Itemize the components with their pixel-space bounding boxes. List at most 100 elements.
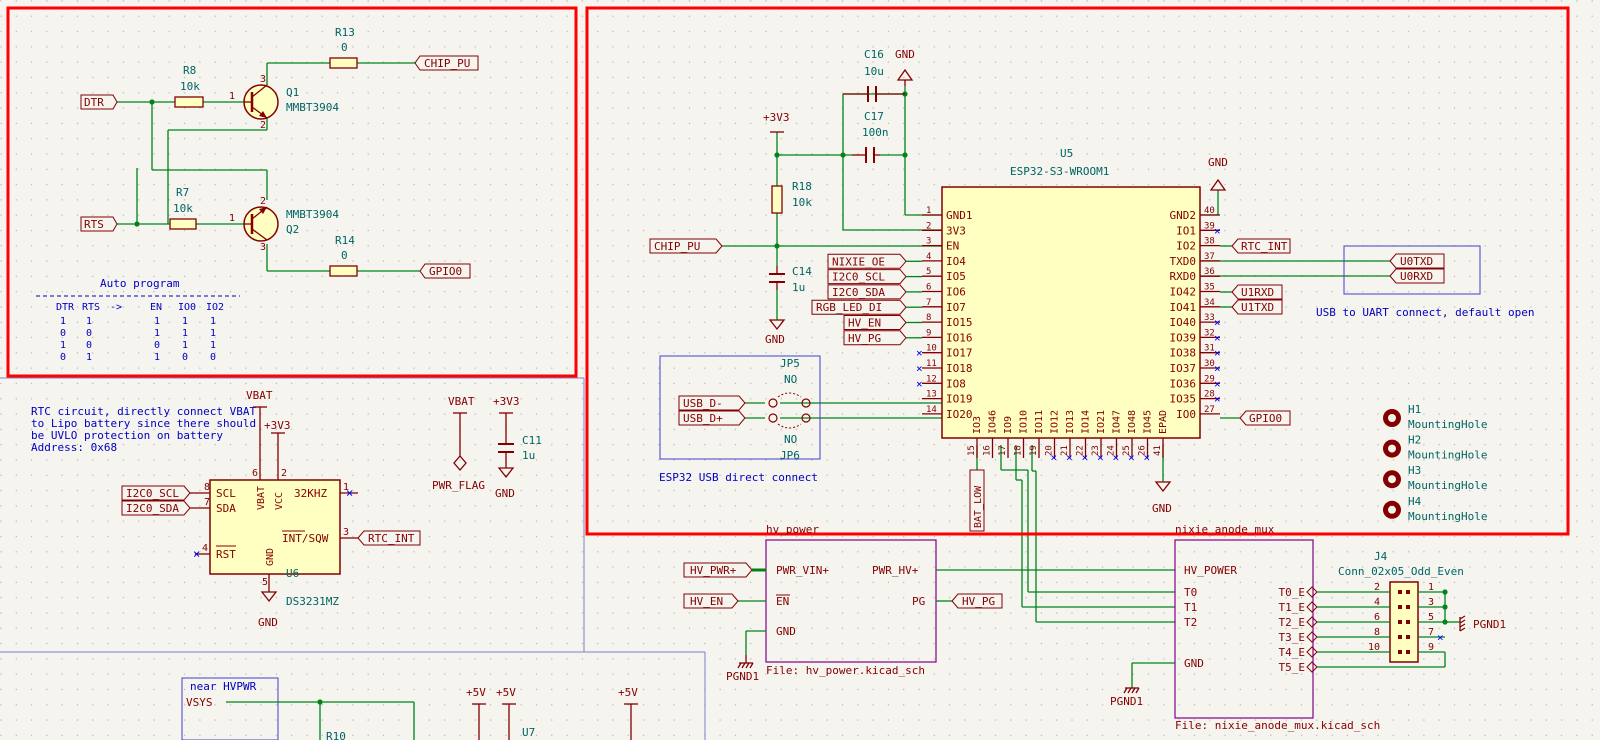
r8-ref: R8	[183, 64, 196, 77]
pin-number: 40	[1204, 206, 1215, 216]
q1-pin-3: 3	[260, 74, 266, 85]
dtr-label-flag	[80, 94, 118, 110]
truth-table-cell: 1	[182, 328, 188, 339]
noconnect-marker: ×	[1082, 451, 1089, 464]
i2c-scl-label: I2C0_SCL	[126, 487, 179, 500]
j4-pgnd-label: PGND1	[1473, 618, 1506, 631]
c14-gnd-label: GND	[765, 333, 785, 346]
rtc-pin-lines	[190, 407, 358, 592]
noconnect-marker: ×	[1066, 451, 1073, 464]
rtc-3v3-label: +3V3	[264, 419, 291, 432]
junction	[317, 699, 323, 705]
q1-pin-2: 2	[260, 120, 266, 131]
r14-body	[329, 265, 358, 277]
net-label-flag	[827, 253, 907, 269]
u6-pnum-rst: 4	[202, 543, 208, 554]
pin-number: 2	[1374, 582, 1380, 593]
pin-number: 15	[967, 445, 977, 456]
gnd-symbol	[1154, 481, 1172, 493]
pin-number: 12	[926, 374, 937, 384]
esp32-block: C16 10u GND C17 100n +3V3 R18 10k C14 1u…	[585, 6, 1570, 623]
vsys-label: VSYS	[186, 696, 213, 709]
rtc-int-flag	[357, 530, 421, 546]
r18-body	[771, 185, 783, 214]
truth-table-header: EN	[150, 302, 162, 313]
net-label: GPIO0	[1249, 412, 1282, 425]
u6-ref: U6	[286, 567, 299, 580]
pin-number: 23	[1091, 445, 1101, 456]
q2-pin-3: 3	[260, 242, 266, 253]
net-label-flag	[1389, 268, 1445, 284]
pin-name: IO0	[1176, 408, 1196, 421]
u6-pnum-vbat: 6	[252, 468, 258, 479]
esp32-wires	[716, 86, 1390, 623]
mounting-hole-drill-icon	[1388, 475, 1396, 484]
mounting-hole-ref: H3	[1408, 464, 1421, 477]
pwr-vbat-label: VBAT	[448, 395, 475, 408]
pin-number: 5	[926, 267, 931, 277]
c11-ref: C11	[522, 434, 542, 447]
pin-name: IO4	[946, 255, 966, 268]
hv-pwr-flag	[683, 562, 753, 578]
usb-box	[659, 355, 821, 460]
truth-table-header: RTS	[82, 302, 100, 313]
mounting-hole-ref: H2	[1408, 434, 1421, 447]
noconnect-marker: ×	[1214, 393, 1221, 406]
truth-table-cell: 1	[210, 340, 216, 351]
pwr-flag-label: PWR_FLAG	[432, 479, 485, 492]
pin-name: IO11	[1034, 410, 1045, 434]
truth-table-cell: 0	[60, 328, 66, 339]
rtc-vbat-label: VBAT	[246, 389, 273, 402]
pin-name: IO15	[946, 316, 973, 329]
pin-number: 18	[1014, 445, 1024, 456]
c17-ref: C17	[864, 110, 884, 123]
pin-name: IO41	[1170, 301, 1197, 314]
gpio0-label-flag	[419, 263, 471, 279]
pin-number: 6	[926, 283, 931, 293]
pin-name: IO37	[1170, 362, 1197, 375]
auto-program-block: DTR RTS CHIP_PU GPIO0 R13 0 R8 10k R7 10…	[6, 6, 578, 378]
hv-pg-label: HV_PG	[962, 595, 995, 608]
hv-pin-gnd: GND	[776, 625, 796, 638]
hv-pin-pwr-hv: PWR_HV+	[872, 564, 919, 577]
pin-number: 38	[1204, 237, 1215, 247]
pin-pad	[1406, 590, 1410, 594]
noconnect-marker: ×	[1128, 451, 1135, 464]
pgnd-symbol	[1459, 615, 1466, 632]
nixie-pin-t1: T1	[1184, 601, 1197, 614]
net-label-flag	[1231, 238, 1291, 254]
q2-pin-1: 1	[229, 213, 235, 224]
noconnect-marker: ×	[1214, 224, 1221, 237]
pin-number: 20	[1045, 445, 1055, 456]
net-label-flag	[811, 299, 907, 315]
pin-number: 4	[1374, 597, 1380, 608]
rtc-int-label: RTC_INT	[368, 532, 415, 545]
pin-pad	[1406, 650, 1410, 654]
pin-name: IO38	[1170, 347, 1197, 360]
pin-name: IO21	[1096, 410, 1107, 434]
mounting-hole-value: MountingHole	[1408, 418, 1487, 431]
hv-en-flag	[683, 593, 739, 609]
pin-name: IO20	[946, 408, 973, 421]
dtr-label: DTR	[84, 96, 104, 109]
pin-pad	[1398, 605, 1402, 609]
j4-ref: J4	[1374, 550, 1388, 563]
q1-pin-1: 1	[229, 91, 235, 102]
u6-pin-sda: SDA	[216, 502, 236, 515]
pin-number: 26	[1138, 445, 1148, 456]
c14-ref: C14	[792, 265, 812, 278]
q1-ref: Q1	[286, 86, 299, 99]
q1-transistor	[243, 84, 279, 120]
jumper-pad	[768, 398, 778, 408]
r18-ref: R18	[792, 180, 812, 193]
rts-label-flag	[80, 216, 118, 232]
net-label: I2C0_SCL	[832, 271, 885, 284]
jp5-ref: JP5	[780, 357, 800, 370]
nixie-gnd-wire	[1131, 662, 1175, 688]
plus5v-label-a: +5V	[466, 686, 486, 699]
noconnect-marker: ×	[1214, 331, 1221, 344]
junction	[774, 243, 780, 249]
noconnect-marker: ×	[1051, 451, 1058, 464]
gpio0-label: GPIO0	[429, 265, 462, 278]
